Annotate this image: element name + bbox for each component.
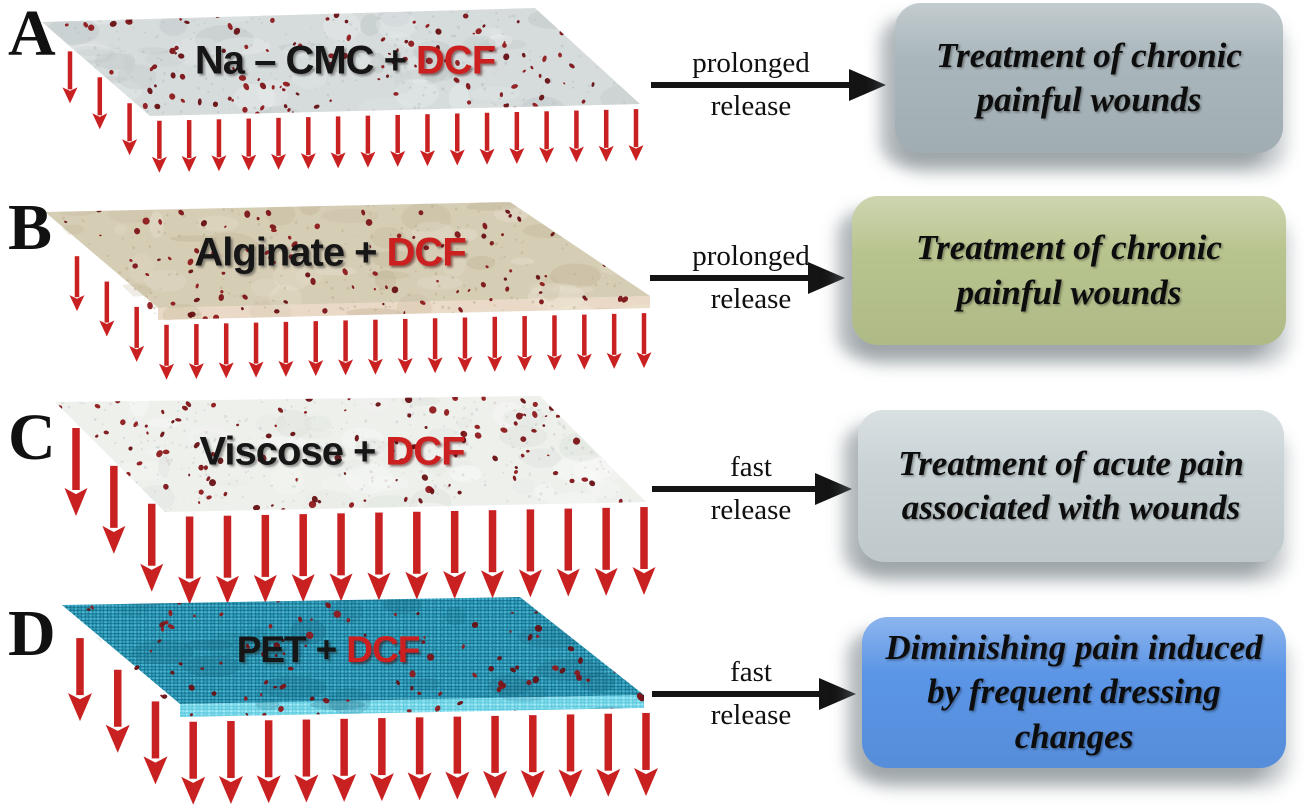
plus-sign-b: + xyxy=(354,230,377,275)
sheet-pet xyxy=(62,597,644,717)
release-arrow-d xyxy=(652,678,856,710)
release-speed-c: fast xyxy=(730,451,772,483)
outcome-box-c: Treatment of acute pain associated with … xyxy=(858,410,1284,562)
sheet-caption-d: PET+DCF xyxy=(236,629,421,671)
material-name-d: PET xyxy=(236,629,307,670)
row-label-a: A xyxy=(8,0,56,70)
outcome-box-a: Treatment of chronic painful wounds xyxy=(895,3,1283,153)
release-arrow-b xyxy=(650,262,845,294)
drug-name-d: DCF xyxy=(346,629,420,670)
drug-name-a: DCF xyxy=(415,38,496,83)
sheet-caption-a: Na – CMC+DCF xyxy=(194,38,496,84)
drug-name-b: DCF xyxy=(386,230,466,275)
outcome-text-d: Diminishing pain induced by frequent dre… xyxy=(885,627,1263,756)
row-label-d: D xyxy=(8,597,56,670)
release-arrow-a xyxy=(651,69,886,101)
row-label-b: B xyxy=(8,191,53,264)
plus-sign-a: + xyxy=(383,38,407,83)
release-speed-a: prolonged xyxy=(692,47,810,79)
drug-release-arrows-a xyxy=(62,51,644,173)
release-arrow-c xyxy=(652,473,852,505)
release-speed-d: fast xyxy=(730,656,772,688)
sheet-caption-b: Alginate+DCF xyxy=(194,230,466,276)
release-word-b: release xyxy=(710,283,792,315)
plus-sign-d: + xyxy=(315,629,338,670)
outcome-text-c: Treatment of acute pain associated with … xyxy=(898,443,1244,527)
release-word-d: release xyxy=(710,699,792,731)
plus-sign-c: + xyxy=(352,429,376,474)
drug-release-arrows-c xyxy=(64,428,656,605)
outcome-box-b: Treatment of chronic painful wounds xyxy=(852,196,1286,345)
outcome-box-d: Diminishing pain induced by frequent dre… xyxy=(862,617,1286,768)
sheet-alginate xyxy=(45,202,650,320)
sheet-caption-c: Viscose+DCF xyxy=(199,429,465,475)
release-speed-b: prolonged xyxy=(692,240,810,272)
outcome-text-a: Treatment of chronic painful wounds xyxy=(936,35,1242,119)
release-word-c: release xyxy=(710,494,792,526)
drug-release-arrows-d xyxy=(68,638,658,805)
material-name-c: Viscose xyxy=(199,429,343,474)
drug-release-arrows-b xyxy=(69,256,652,380)
row-label-c: C xyxy=(8,401,56,474)
material-name-b: Alginate xyxy=(194,230,345,275)
outcome-text-b: Treatment of chronic painful wounds xyxy=(916,228,1222,312)
drug-name-c: DCF xyxy=(385,429,465,474)
release-word-a: release xyxy=(710,90,792,122)
material-name-a: Na – CMC xyxy=(194,38,375,83)
